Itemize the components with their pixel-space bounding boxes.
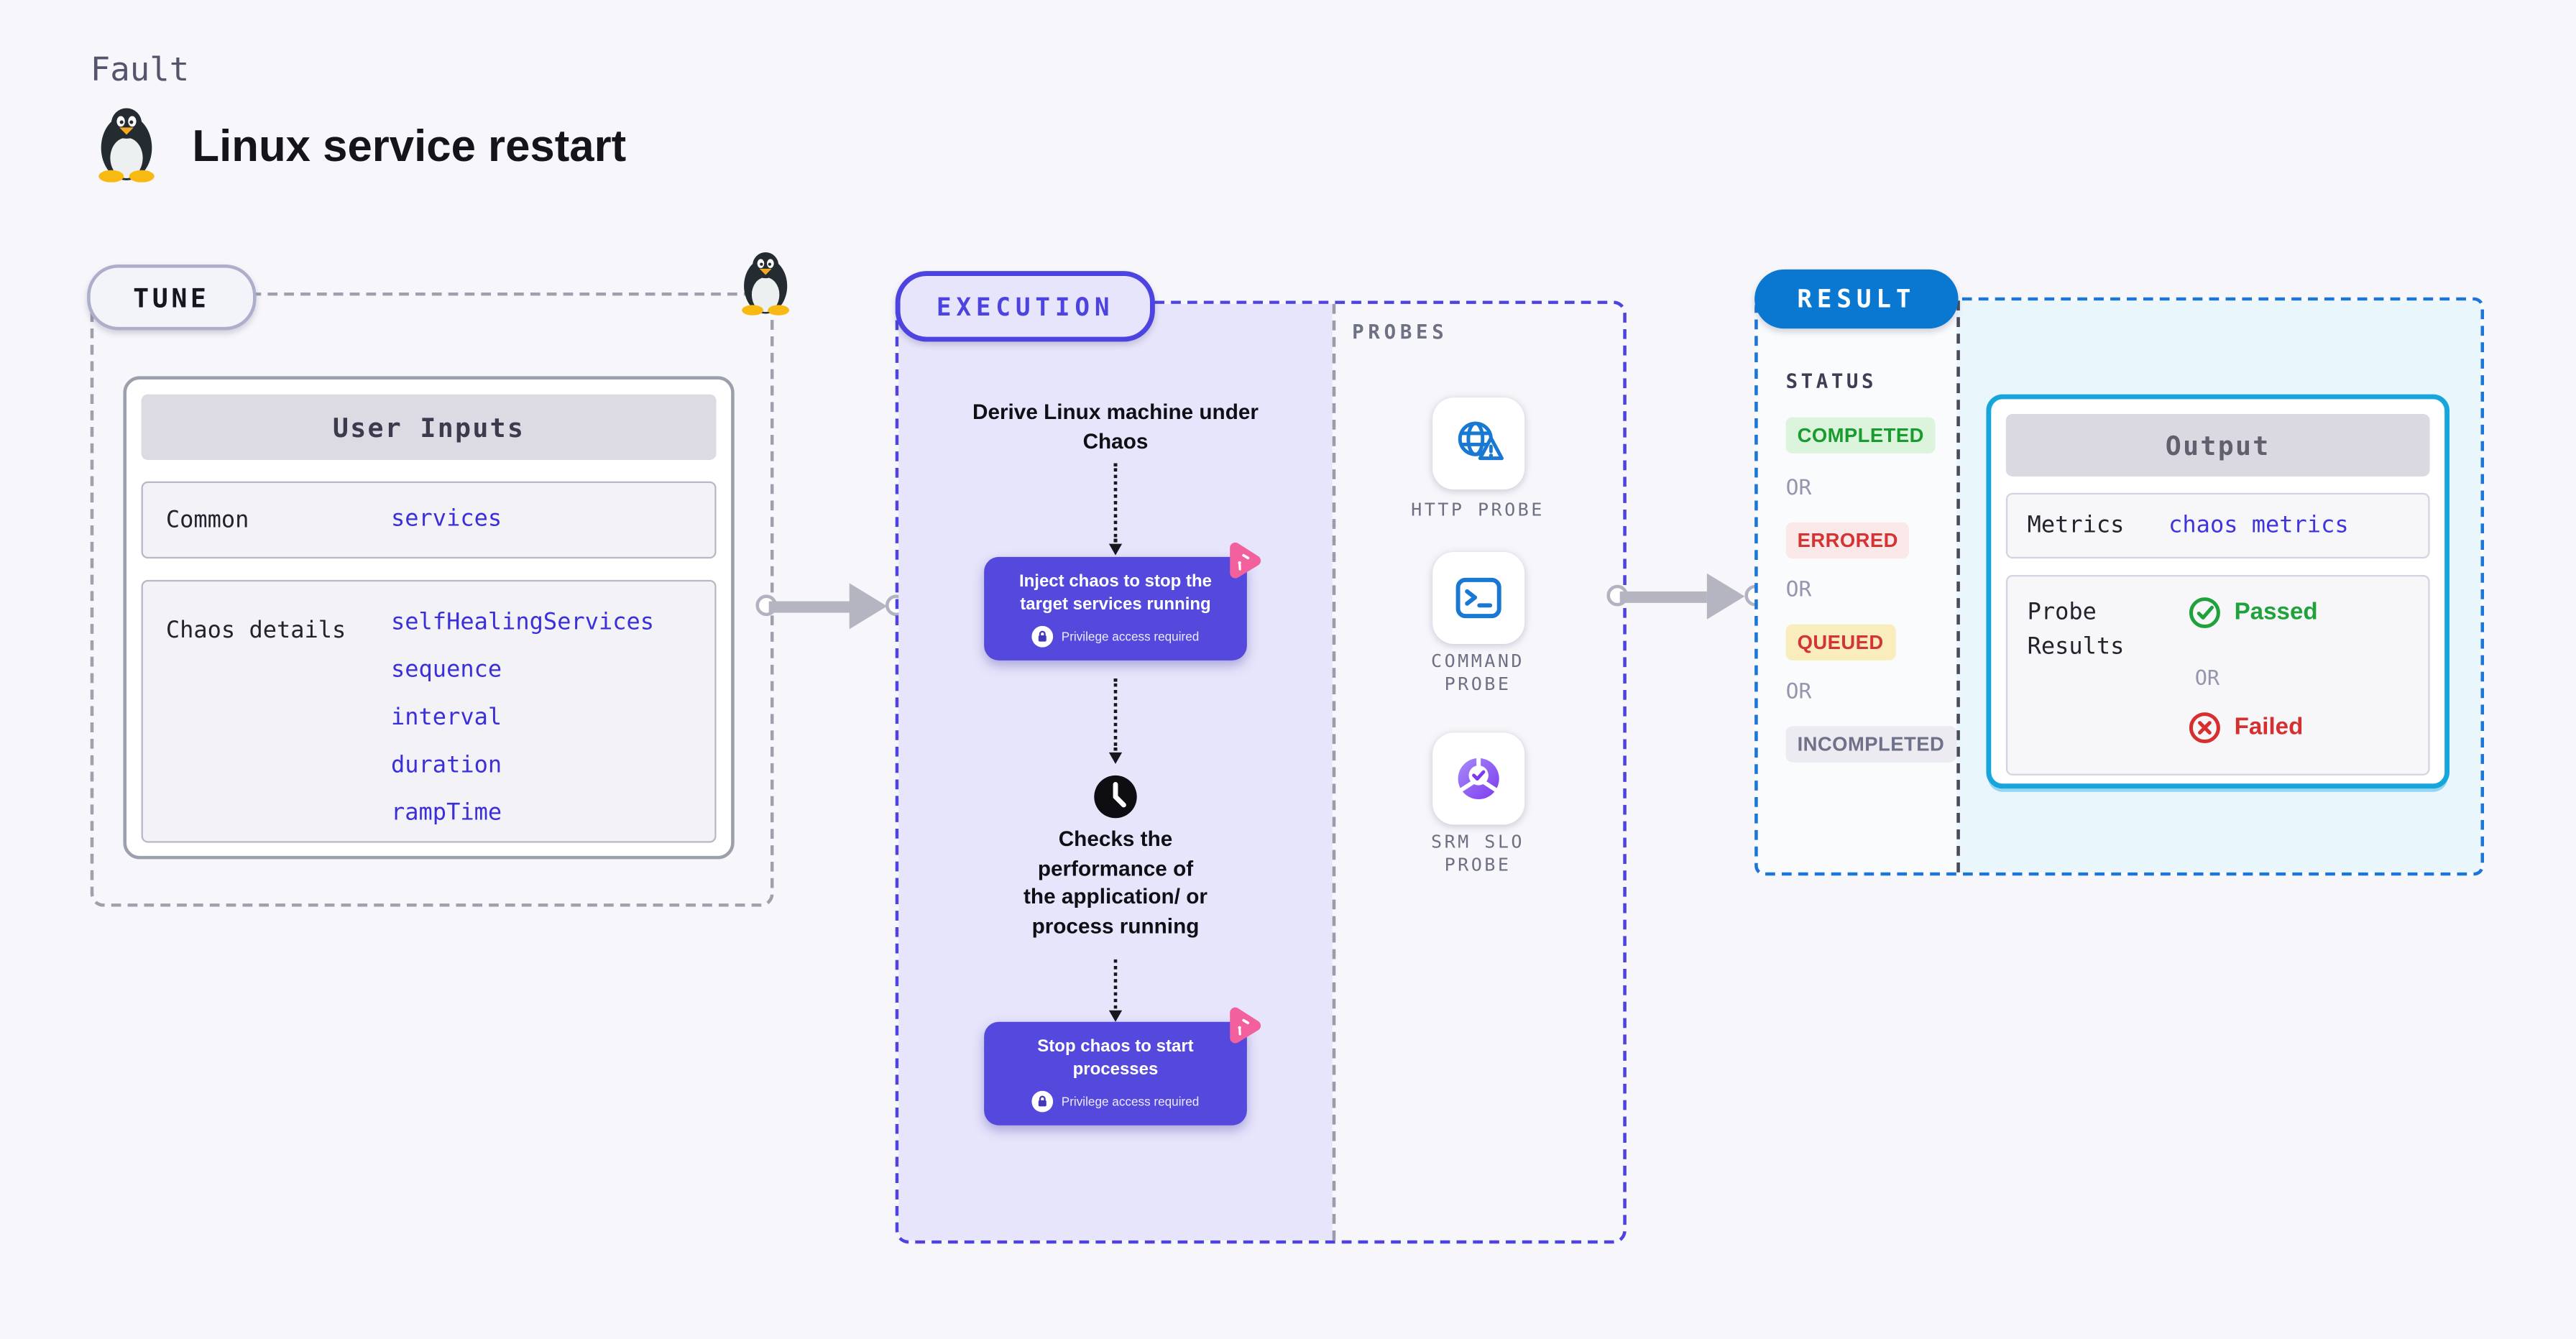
user-inputs-row-chaos-details: Chaos details selfHealingServices sequen… <box>141 579 717 843</box>
inject-chaos-title: Inject chaos to stop the target services… <box>1018 571 1213 615</box>
slo-donut-check-icon <box>1457 756 1499 799</box>
privilege-note-text: Privilege access required <box>1061 630 1200 645</box>
arrow-head <box>1706 573 1745 620</box>
srm-slo-probe-card <box>1432 732 1524 825</box>
arrow-head <box>849 583 888 630</box>
user-inputs-row-common: Common services <box>141 481 717 559</box>
dotted-connector <box>1113 959 1118 1009</box>
passed-result: Passed <box>2189 597 2318 630</box>
http-probe-label: HTTP PROBE <box>1411 499 1545 521</box>
tune-badge: TUNE <box>87 264 256 331</box>
metrics-label: Metrics <box>2027 512 2125 539</box>
status-badge-incompleted: INCOMPLETED <box>1785 726 1956 763</box>
check-circle-icon <box>2189 597 2220 629</box>
status-output-divider <box>1956 300 1960 873</box>
wait-clock-icon <box>1094 775 1137 819</box>
srm-slo-probe-label: SRM SLO PROBE <box>1431 831 1524 876</box>
failed-result: Failed <box>2189 712 2304 745</box>
row-label: Common <box>165 507 249 533</box>
passed-text: Passed <box>2234 599 2318 626</box>
status-badge-completed: COMPLETED <box>1785 417 1936 454</box>
status-badge-queued: QUEUED <box>1785 624 1895 661</box>
command-probe-label: COMMAND PROBE <box>1431 650 1524 695</box>
output-header: Output <box>2005 414 2430 477</box>
input-variable: sequence <box>391 657 502 684</box>
command-probe-card <box>1432 552 1524 645</box>
lock-icon <box>1031 626 1054 648</box>
privilege-note-text: Privilege access required <box>1061 1094 1200 1110</box>
input-variable: services <box>391 506 502 533</box>
arrow-line <box>768 600 851 612</box>
input-variable: rampTime <box>391 800 502 827</box>
dotted-arrow-head <box>1108 752 1122 764</box>
terminal-icon <box>1455 577 1501 619</box>
lock-icon <box>1031 1091 1054 1113</box>
step-derive-text: Derive Linux machine under Chaos <box>972 399 1259 453</box>
step-check-text: Checks the performance of the applicatio… <box>1024 826 1208 938</box>
fault-kicker: Fault <box>90 49 190 89</box>
tux-penguin-corner-icon <box>742 252 790 316</box>
metrics-row: Metrics chaos metrics <box>2005 492 2430 559</box>
execution-to-result-arrow <box>1606 573 1767 620</box>
chaos-hub-icon <box>1230 1007 1261 1044</box>
metrics-value: chaos metrics <box>2168 512 2349 539</box>
or-separator: OR <box>1785 578 1812 603</box>
user-inputs-header: User Inputs <box>141 394 717 460</box>
execution-badge: EXECUTION <box>895 271 1156 342</box>
dotted-arrow-head <box>1108 1010 1122 1022</box>
http-probe-card <box>1432 397 1524 490</box>
input-variable: interval <box>391 704 502 732</box>
tune-panel: TUNE User Inputs Common services Chaos d… <box>87 252 790 907</box>
failed-text: Failed <box>2234 714 2304 741</box>
user-inputs-card: User Inputs Common services Chaos detail… <box>123 376 735 860</box>
output-card: Output Metrics chaos metrics Probe Resul… <box>1986 394 2450 789</box>
probes-label: PROBES <box>1352 320 1448 344</box>
inject-chaos-box: Inject chaos to stop the target services… <box>984 542 1261 661</box>
row-label: Chaos details <box>165 617 346 645</box>
or-separator: OR <box>1785 680 1812 705</box>
dotted-connector <box>1113 678 1118 751</box>
result-badge: RESULT <box>1754 269 1959 329</box>
page-title: Linux service restart <box>192 121 627 171</box>
status-badge-errored: ERRORED <box>1785 522 1910 559</box>
or-separator: OR <box>1785 476 1812 502</box>
stop-chaos-title: Stop chaos to start processes <box>1037 1036 1194 1079</box>
dotted-arrow-head <box>1108 543 1122 556</box>
tux-penguin-icon <box>98 108 155 183</box>
result-panel: RESULT STATUS COMPLETED OR ERRORED OR QU… <box>1754 269 2485 876</box>
input-variable: selfHealingServices <box>391 609 655 636</box>
status-section: STATUS COMPLETED OR ERRORED OR QUEUED OR… <box>1758 300 1957 872</box>
globe-warning-icon <box>1457 421 1503 461</box>
execution-flow: Derive Linux machine under Chaos Inject … <box>898 304 1332 1241</box>
probe-results-row: Probe Results Passed OR Failed <box>2005 575 2430 776</box>
privilege-note: Privilege access required <box>997 1091 1233 1113</box>
privilege-note: Privilege access required <box>997 626 1233 648</box>
status-label: STATUS <box>1785 369 1877 393</box>
arrow-line <box>1619 590 1707 602</box>
dotted-connector <box>1113 463 1118 543</box>
execution-probes-divider <box>1332 303 1336 1241</box>
stop-chaos-box: Stop chaos to start processes Privilege … <box>984 1007 1261 1126</box>
tune-to-execution-arrow <box>755 583 916 630</box>
input-variable: duration <box>391 752 502 779</box>
or-separator: OR <box>2194 665 2220 691</box>
probes-section: PROBES HTTP PROBE <box>1333 304 1624 1241</box>
chaos-hub-icon <box>1230 542 1261 579</box>
execution-probes-panel: EXECUTION Derive Linux machine under Cha… <box>895 271 1627 1244</box>
probe-results-label: Probe Results <box>2027 599 2125 661</box>
x-circle-icon <box>2189 712 2220 744</box>
